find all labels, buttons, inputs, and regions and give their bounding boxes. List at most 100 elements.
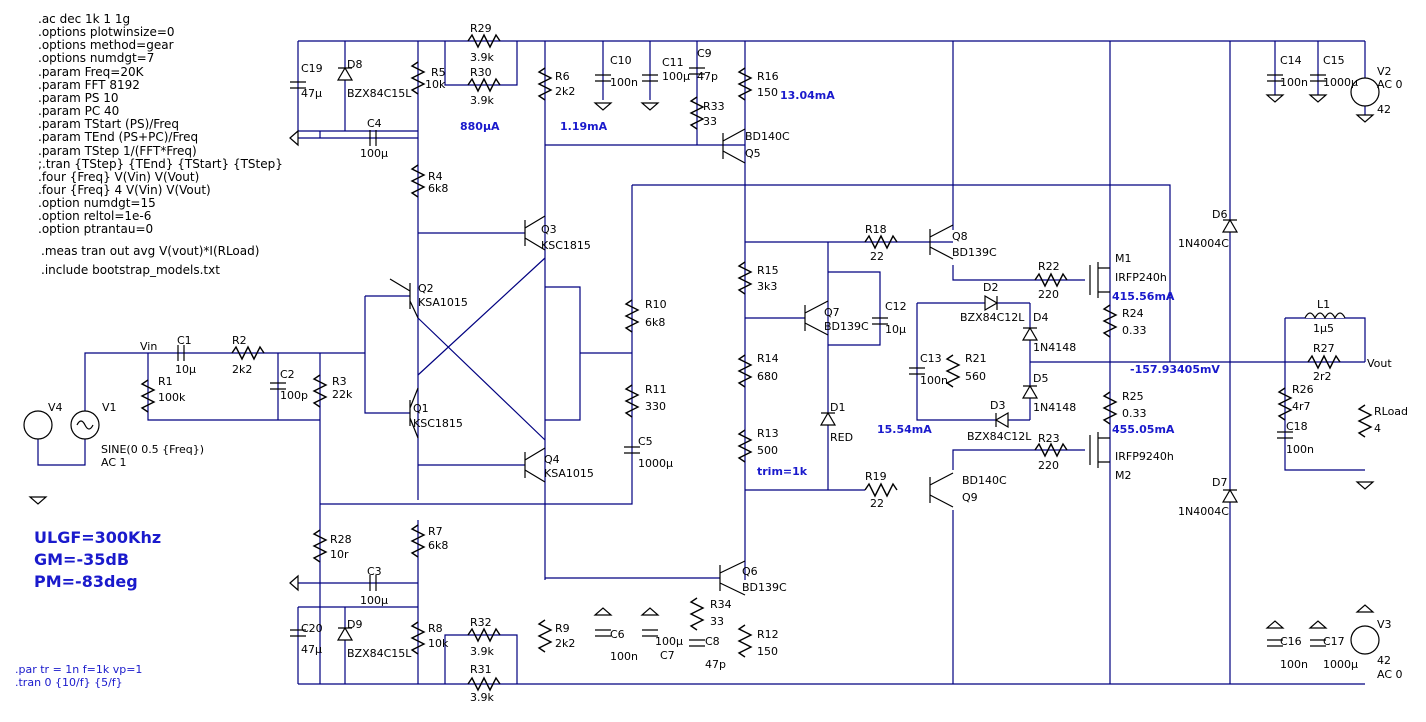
spice-directive-line[interactable]: .options numdgt=7 bbox=[38, 51, 155, 66]
ref-C4: C4 bbox=[367, 117, 382, 130]
val-Q4: KSA1015 bbox=[544, 467, 594, 480]
ref-R13: R13 bbox=[757, 427, 779, 440]
ref-R25: R25 bbox=[1122, 390, 1144, 403]
ref-C5: C5 bbox=[638, 435, 653, 448]
annotation-current-d1: 15.54mA bbox=[877, 423, 932, 436]
spice-directive-line[interactable]: .option numdgt=15 bbox=[38, 196, 156, 211]
val-V1: SINE(0 0.5 {Freq}) bbox=[101, 443, 204, 456]
val-Q7: BD139C bbox=[824, 320, 869, 333]
spice-directive-line[interactable]: .param PS 10 bbox=[38, 90, 119, 105]
spice-directive-line[interactable]: .param TStart (PS)/Freq bbox=[38, 117, 179, 132]
ref-R30: R30 bbox=[470, 66, 492, 79]
ref-V1: V1 bbox=[102, 401, 117, 414]
ref-R19: R19 bbox=[865, 470, 887, 483]
ref-C15: C15 bbox=[1323, 54, 1345, 67]
ref-R9: R9 bbox=[555, 622, 570, 635]
val-R3: 22k bbox=[332, 388, 353, 401]
spice-directive-line[interactable]: .param FFT 8192 bbox=[38, 77, 140, 92]
ref-R12: R12 bbox=[757, 628, 779, 641]
ref-R27: R27 bbox=[1313, 342, 1335, 355]
ref-R33: R33 bbox=[703, 100, 725, 113]
annotation-current-m2: 455.05mA bbox=[1112, 423, 1175, 436]
ref-D4: D4 bbox=[1033, 311, 1048, 324]
val-R8: 10k bbox=[428, 637, 449, 650]
val-Q3: KSC1815 bbox=[541, 239, 591, 252]
ref-C1: C1 bbox=[177, 334, 192, 347]
val-Q5: BD140C bbox=[745, 130, 790, 143]
ref-D3: D3 bbox=[990, 399, 1005, 412]
ref-C11: C11 bbox=[662, 56, 684, 69]
spice-directive-line[interactable]: .four {Freq} V(Vin) V(Vout) bbox=[38, 169, 200, 184]
val-C15: 1000µ bbox=[1323, 76, 1358, 89]
ref-Q7: Q7 bbox=[824, 306, 840, 319]
val-R11: 330 bbox=[645, 400, 666, 413]
ref-C16: C16 bbox=[1280, 635, 1302, 648]
spice-directive-line[interactable]: .four {Freq} 4 V(Vin) V(Vout) bbox=[38, 182, 211, 197]
ref-R15: R15 bbox=[757, 264, 779, 277]
ref-C19: C19 bbox=[301, 62, 323, 75]
ref-R24: R24 bbox=[1122, 307, 1144, 320]
ref-R6: R6 bbox=[555, 70, 570, 83]
ref-D2: D2 bbox=[983, 281, 998, 294]
val-C18: 100n bbox=[1286, 443, 1314, 456]
spice-directive-line[interactable]: .param TEnd (PS+PC)/Freq bbox=[38, 130, 199, 145]
val-C3: 100µ bbox=[360, 594, 388, 607]
val-R15: 3k3 bbox=[757, 280, 777, 293]
ref-R31: R31 bbox=[470, 663, 492, 676]
ref-C2: C2 bbox=[280, 368, 295, 381]
ref-C14: C14 bbox=[1280, 54, 1302, 67]
ref-C20: C20 bbox=[301, 622, 323, 635]
ref-Q9: Q9 bbox=[962, 491, 978, 504]
val-C13: 100n bbox=[920, 374, 948, 387]
directive-tran: .tran 0 {10/f} {5/f} bbox=[15, 676, 123, 689]
spice-directive-line[interactable]: .option reltol=1e-6 bbox=[38, 209, 152, 224]
stability-gm: GM=-35dB bbox=[34, 550, 129, 569]
val-M2: IRFP9240h bbox=[1115, 450, 1174, 463]
directive-param: .par tr = 1n f=1k vp=1 bbox=[15, 663, 142, 676]
ref-Q6: Q6 bbox=[742, 565, 758, 578]
spice-directive-line[interactable]: .options plotwinsize=0 bbox=[38, 25, 175, 40]
val-V1-ac: AC 1 bbox=[101, 456, 127, 469]
val-C9: 47p bbox=[697, 70, 718, 83]
val-D4: 1N4148 bbox=[1033, 341, 1076, 354]
ref-R23: R23 bbox=[1038, 432, 1060, 445]
val-D9: BZX84C15L bbox=[347, 647, 412, 660]
spice-directive-line[interactable]: ;.tran {TStep} {TEnd} {TStart} {TStep} bbox=[38, 156, 283, 171]
spice-directive-line[interactable]: .option ptrantau=0 bbox=[38, 222, 154, 237]
val-D2: BZX84C12L bbox=[960, 311, 1025, 324]
spice-directive-line[interactable]: .param PC 40 bbox=[38, 104, 120, 119]
annotation-current-r6: 1.19mA bbox=[560, 120, 608, 133]
val-R26: 4r7 bbox=[1292, 400, 1311, 413]
val-R2: 2k2 bbox=[232, 363, 252, 376]
val-R23: 220 bbox=[1038, 459, 1059, 472]
val-R24: 0.33 bbox=[1122, 324, 1147, 337]
include-directive[interactable]: .include bootstrap_models.txt bbox=[41, 263, 220, 277]
annotation-voltage-out: -157.93405mV bbox=[1130, 363, 1220, 376]
ref-V4: V4 bbox=[48, 401, 63, 414]
val-D6: 1N4004C bbox=[1178, 237, 1229, 250]
ref-V2: V2 bbox=[1377, 65, 1392, 78]
ref-R4: R4 bbox=[428, 170, 443, 183]
spice-directive-line[interactable]: .ac dec 1k 1 1g bbox=[38, 12, 131, 26]
val-R5: 10k bbox=[425, 78, 446, 91]
val-C7: 100µ bbox=[655, 635, 683, 648]
ref-C17: C17 bbox=[1323, 635, 1345, 648]
spice-directive-line[interactable]: .options method=gear bbox=[38, 38, 174, 53]
val-V2: AC 0 bbox=[1377, 78, 1403, 91]
ref-C10: C10 bbox=[610, 54, 632, 67]
val-R19: 22 bbox=[870, 497, 884, 510]
meas-directive[interactable]: .meas tran out avg V(vout)*I(RLoad) bbox=[41, 244, 260, 258]
spice-directive-line[interactable]: .param Freq=20K bbox=[38, 64, 144, 79]
ref-R32: R32 bbox=[470, 616, 492, 629]
ref-C3: C3 bbox=[367, 565, 382, 578]
val-R18: 22 bbox=[870, 250, 884, 263]
ref-C8: C8 bbox=[705, 635, 720, 648]
val-R29: 3.9k bbox=[470, 51, 494, 64]
spice-directive-line[interactable]: .param TStep 1/(FFT*Freq) bbox=[38, 143, 197, 158]
ref-Q3: Q3 bbox=[541, 223, 557, 236]
ref-D5: D5 bbox=[1033, 372, 1048, 385]
val-RLoad: 4 bbox=[1374, 422, 1381, 435]
ref-R29: R29 bbox=[470, 22, 492, 35]
